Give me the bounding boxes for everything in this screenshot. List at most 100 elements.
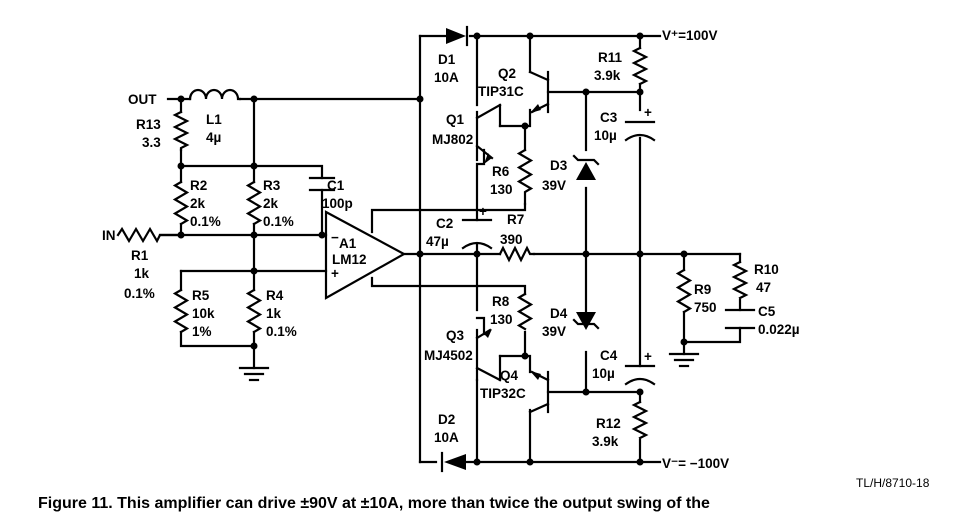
r3-name: R3: [263, 178, 281, 193]
r10-name: R10: [754, 262, 779, 277]
c3-value: 10µ: [594, 128, 617, 143]
r4-value: 1k: [266, 306, 282, 321]
resistor-R11: [631, 46, 649, 86]
r2-name: R2: [190, 178, 207, 193]
inductor-L1: [188, 88, 242, 101]
diode-D1: [446, 25, 469, 47]
r13-name: R13: [136, 117, 161, 132]
a1-part: LM12: [332, 252, 367, 267]
figure-caption: Figure 11. This amplifier can drive ±90V…: [38, 495, 710, 512]
q2-name: Q2: [498, 66, 516, 81]
net-in: IN: [102, 228, 116, 243]
resistor-R12: [631, 400, 649, 440]
q4-name: Q4: [500, 368, 519, 383]
r10-value: 47: [756, 280, 771, 295]
opamp-minus-sign: −: [331, 230, 339, 245]
resistor-R6: [516, 148, 534, 206]
c4-value: 10µ: [592, 366, 615, 381]
r12-value: 3.9k: [592, 434, 619, 449]
amplifier-schematic: − +: [102, 25, 930, 490]
c2-value: 47µ: [426, 234, 449, 249]
c2-polarity: +: [479, 204, 487, 219]
r2-value: 2k: [190, 196, 206, 211]
ground-left: [238, 366, 270, 382]
zener-D4: [572, 312, 600, 330]
q3-part: MJ4502: [424, 348, 473, 363]
r8-value: 130: [490, 312, 513, 327]
d1-name: D1: [438, 52, 456, 67]
wires: [158, 34, 742, 464]
c2-name: C2: [436, 216, 453, 231]
c4-name: C4: [600, 348, 618, 363]
diode-D2: [440, 451, 466, 473]
c5-name: C5: [758, 304, 776, 319]
transistor-Q2: [528, 70, 550, 114]
junctions: [177, 32, 688, 466]
r11-name: R11: [598, 50, 623, 65]
ground-right: [668, 352, 700, 368]
c5-value: 0.022µ: [758, 322, 800, 337]
c3-polarity: +: [644, 105, 652, 120]
d3-name: D3: [550, 158, 568, 173]
r8-name: R8: [492, 294, 510, 309]
resistor-R3: [245, 180, 263, 226]
net-out: OUT: [128, 92, 157, 107]
capacitor-C5: [724, 308, 756, 330]
resistor-R8: [516, 292, 534, 331]
resistor-R9: [675, 268, 693, 314]
r13-value: 3.3: [142, 135, 161, 150]
r4-tol: 0.1%: [266, 324, 297, 339]
r5-value: 10k: [192, 306, 215, 321]
d1-value: 10A: [434, 70, 459, 85]
r2-tol: 0.1%: [190, 214, 221, 229]
transistor-Q3: [475, 328, 502, 382]
r9-value: 750: [694, 300, 717, 315]
r1-tol: 0.1%: [124, 286, 155, 301]
r5-name: R5: [192, 288, 210, 303]
transistor-Q4: [528, 370, 550, 414]
resistor-R4: [245, 288, 263, 334]
resistor-R2: [172, 180, 190, 226]
resistor-R5: [172, 288, 190, 334]
c1-name: C1: [327, 178, 345, 193]
r3-tol: 0.1%: [263, 214, 294, 229]
d3-value: 39V: [542, 178, 566, 193]
opamp-A1: [324, 210, 407, 300]
q4-part: TIP32C: [480, 386, 526, 401]
transistor-Q1: [475, 103, 502, 164]
a1-name: A1: [339, 236, 357, 251]
opamp-plus-sign: +: [331, 266, 339, 281]
resistor-R13: [172, 110, 190, 152]
capacitor-C3: [624, 120, 656, 142]
r7-name: R7: [507, 212, 524, 227]
r7-value: 390: [500, 232, 523, 247]
q1-part: MJ802: [432, 132, 473, 147]
l1-name: L1: [206, 112, 222, 127]
resistor-R1: [116, 226, 183, 244]
c3-name: C3: [600, 110, 618, 125]
r5-tol: 1%: [192, 324, 212, 339]
r9-name: R9: [694, 282, 711, 297]
d4-value: 39V: [542, 324, 566, 339]
q3-name: Q3: [446, 328, 465, 343]
c4-polarity: +: [644, 349, 652, 364]
l1-value: 4µ: [206, 130, 221, 145]
r1-name: R1: [131, 248, 149, 263]
c1-value: 100p: [322, 196, 353, 211]
r6-name: R6: [492, 164, 510, 179]
d4-name: D4: [550, 306, 568, 321]
net-vpos: V⁺=100V: [662, 28, 718, 43]
r1-value: 1k: [134, 266, 150, 281]
d2-name: D2: [438, 412, 455, 427]
q1-name: Q1: [446, 112, 465, 127]
zener-D3: [572, 154, 600, 180]
r6-value: 130: [490, 182, 513, 197]
capacitor-C1: [308, 176, 336, 192]
q2-part: TIP31C: [478, 84, 524, 99]
r4-name: R4: [266, 288, 284, 303]
resistor-R7: [498, 245, 536, 263]
ref-code: TL/H/8710-18: [856, 476, 930, 490]
labels: OUT IN V⁺=100V V⁻= −100V L1 4µ R13 3.3 R…: [102, 28, 930, 490]
r3-value: 2k: [263, 196, 279, 211]
r11-value: 3.9k: [594, 68, 621, 83]
